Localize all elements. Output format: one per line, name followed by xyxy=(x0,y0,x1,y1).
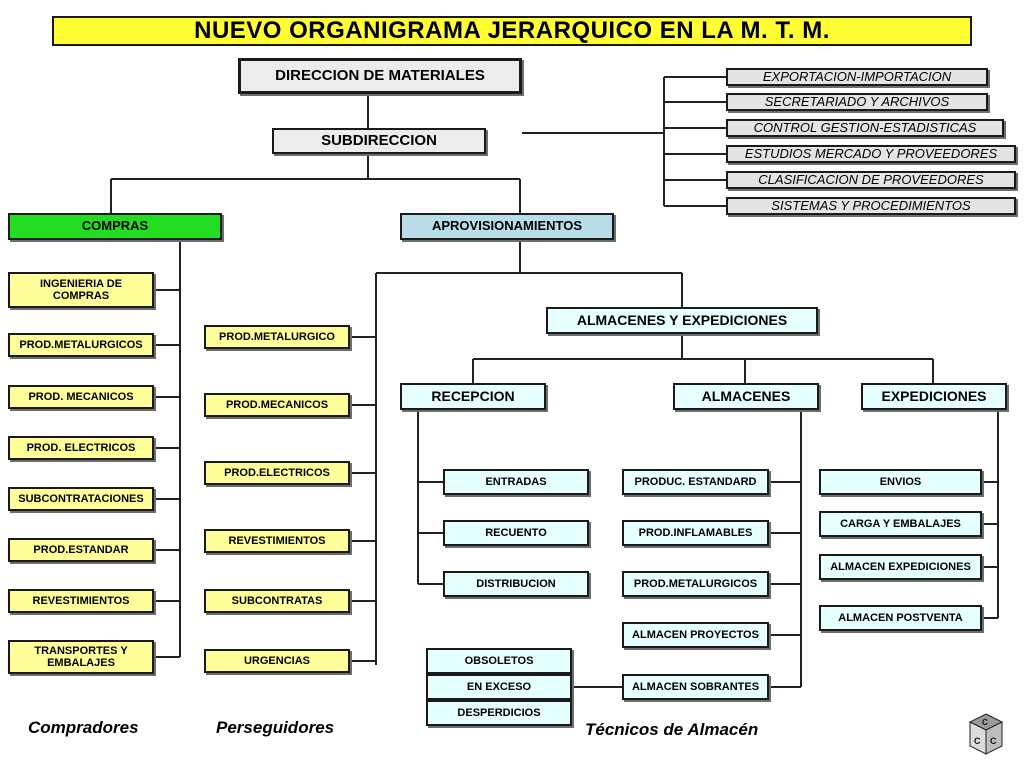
compras-item: PROD. MECANICOS xyxy=(8,385,154,409)
page-title: NUEVO ORGANIGRAMA JERARQUICO EN LA M. T.… xyxy=(52,16,972,46)
staff-item: ESTUDIOS MERCADO Y PROVEEDORES xyxy=(726,145,1016,163)
aprov-item: REVESTIMIENTOS xyxy=(204,529,350,553)
aprov-item: PROD.METALURGICO xyxy=(204,325,350,349)
compras-item: REVESTIMIENTOS xyxy=(8,589,154,613)
compras-item: PROD.METALURGICOS xyxy=(8,333,154,357)
aprov-item: SUBCONTRATAS xyxy=(204,589,350,613)
staff-item: EXPORTACION-IMPORTACION xyxy=(726,68,988,86)
compras-item: SUBCONTRATACIONES xyxy=(8,487,154,511)
almacenes-item: PROD.METALURGICOS xyxy=(622,571,769,597)
staff-item: CLASIFICACION DE PROVEEDORES xyxy=(726,171,1016,189)
recepcion-item: ENTRADAS xyxy=(443,469,589,495)
compras-item: PROD.ESTANDAR xyxy=(8,538,154,562)
expediciones-item: ENVIOS xyxy=(819,469,982,495)
almacenes-item: ALMACEN PROYECTOS xyxy=(622,622,769,648)
staff-item: CONTROL GESTION-ESTADISTICAS xyxy=(726,119,1004,137)
compras-item: TRANSPORTES Y EMBALAJES xyxy=(8,640,154,674)
almacenes-item: PRODUC. ESTANDARD xyxy=(622,469,769,495)
node-direccion: DIRECCION DE MATERIALES xyxy=(238,58,522,94)
almacenes-item: PROD.INFLAMABLES xyxy=(622,520,769,546)
staff-item: SECRETARIADO Y ARCHIVOS xyxy=(726,93,988,111)
connector xyxy=(522,76,726,207)
logo-letter: C xyxy=(982,718,988,727)
footer-tecnicos: Técnicos de Almacén xyxy=(585,720,759,739)
aprov-item: PROD.ELECTRICOS xyxy=(204,461,350,485)
expediciones-item: CARGA Y EMBALAJES xyxy=(819,511,982,537)
connector xyxy=(154,240,181,658)
connector xyxy=(982,410,999,619)
aprov-item: URGENCIAS xyxy=(204,649,350,673)
connector xyxy=(350,240,682,665)
footer-compradores: Compradores xyxy=(28,718,139,737)
cube-logo-icon: C C C xyxy=(968,713,1004,755)
expediciones-item: ALMACEN POSTVENTA xyxy=(819,605,982,631)
connector xyxy=(472,273,934,383)
almacenes-item: ALMACEN SOBRANTES xyxy=(622,674,769,700)
expediciones-item: ALMACEN EXPEDICIONES xyxy=(819,554,982,580)
node-almacenes-expediciones: ALMACENES Y EXPEDICIONES xyxy=(546,307,818,334)
aprov-item: PROD.MECANICOS xyxy=(204,393,350,417)
sobrantes-item: DESPERDICIOS xyxy=(426,700,572,726)
logo-letter: C xyxy=(990,736,997,746)
node-subdireccion: SUBDIRECCION xyxy=(272,128,486,154)
compras-item: PROD. ELECTRICOS xyxy=(8,436,154,460)
connector xyxy=(417,410,443,585)
recepcion-item: DISTRIBUCION xyxy=(443,571,589,597)
footer-perseguidores: Perseguidores xyxy=(216,718,335,737)
sobrantes-item: EN EXCESO xyxy=(426,674,572,700)
node-aprovisionamientos: APROVISIONAMIENTOS xyxy=(400,213,614,240)
staff-item: SISTEMAS Y PROCEDIMIENTOS xyxy=(726,197,1016,215)
logo-letter: C xyxy=(974,736,981,746)
node-compras: COMPRAS xyxy=(8,213,222,240)
connector xyxy=(769,410,802,688)
recepcion-item: RECUENTO xyxy=(443,520,589,546)
compras-item: INGENIERIA DE COMPRAS xyxy=(8,272,154,308)
node-almacenes: ALMACENES xyxy=(673,383,819,410)
node-expediciones: EXPEDICIONES xyxy=(861,383,1007,410)
connector xyxy=(110,154,521,213)
sobrantes-item: OBSOLETOS xyxy=(426,648,572,674)
node-recepcion: RECEPCION xyxy=(400,383,546,410)
